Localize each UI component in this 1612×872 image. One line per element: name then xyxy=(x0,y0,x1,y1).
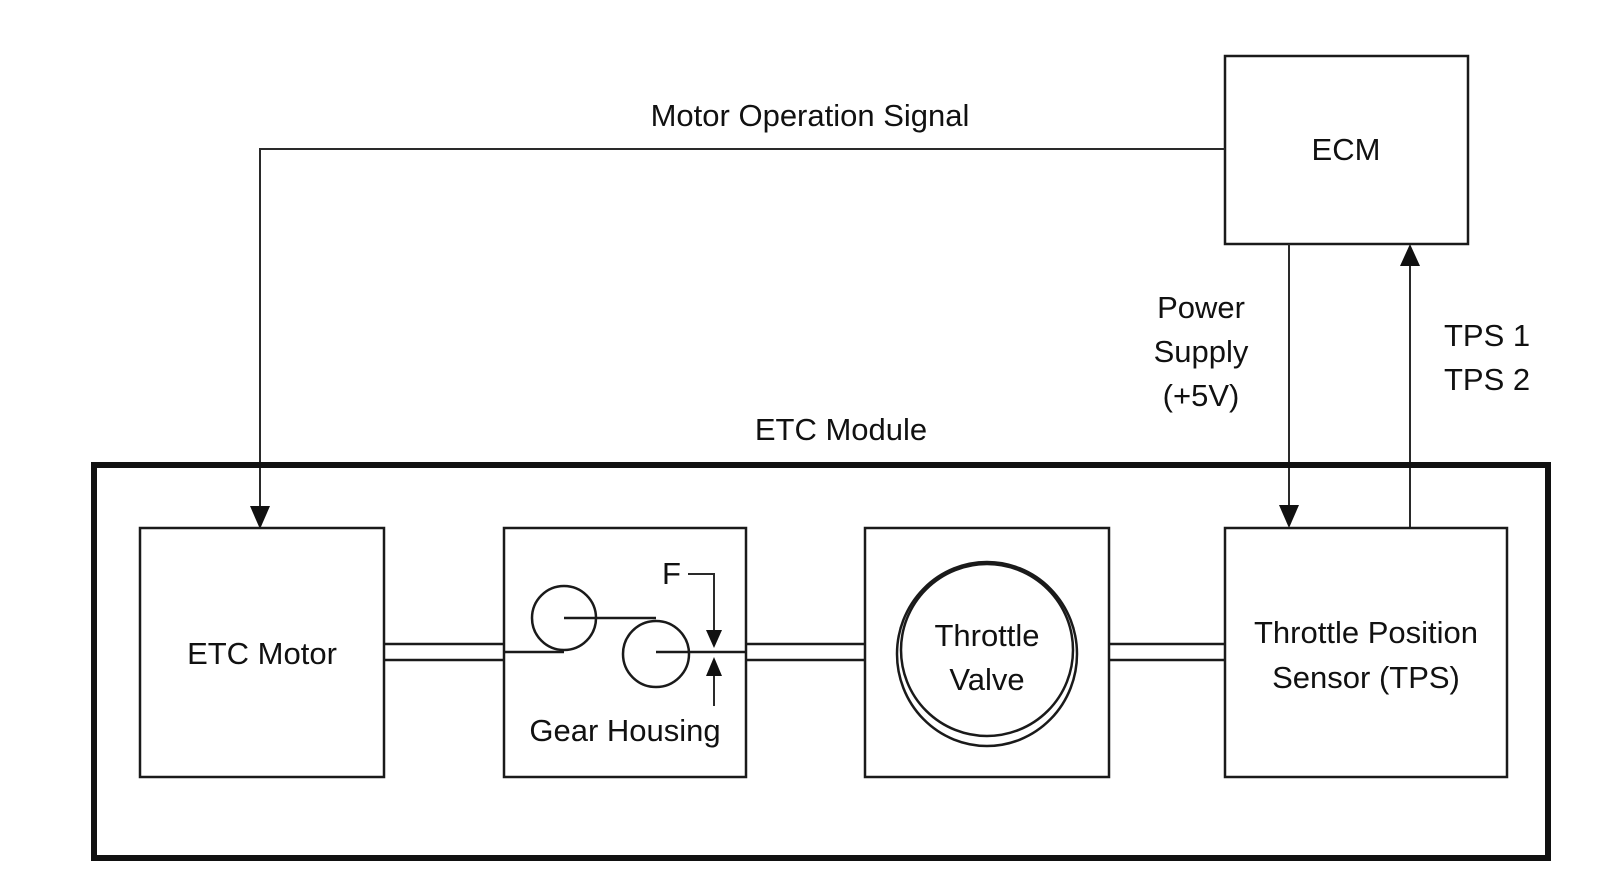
motor-operation-signal-wire: Motor Operation Signal xyxy=(250,98,1225,529)
throttle-valve-inner-ring-icon xyxy=(899,562,1075,738)
power-supply-wire: Power Supply (+5V) xyxy=(1154,244,1299,528)
ecm-block: ECM xyxy=(1223,54,1470,246)
motor-signal-line xyxy=(259,148,1225,506)
tps-block: Throttle Position Sensor (TPS) xyxy=(1223,526,1509,779)
tps-box xyxy=(1223,526,1509,779)
tps-label-line2: Sensor (TPS) xyxy=(1272,660,1460,695)
etc-motor-label: ETC Motor xyxy=(187,636,337,671)
etc-module-frame xyxy=(91,462,1551,861)
power-supply-label-line1: Power xyxy=(1157,290,1245,325)
throttle-valve-label-line2: Valve xyxy=(949,662,1024,697)
gear-housing-block: F Gear Housing xyxy=(502,526,748,779)
throttle-valve-block: Throttle Valve xyxy=(863,526,1111,779)
throttle-valve-label-line1: Throttle xyxy=(934,618,1039,653)
tps2-label: TPS 2 xyxy=(1444,362,1530,397)
power-supply-arrowhead xyxy=(1279,505,1299,528)
etc-motor-box xyxy=(138,526,386,779)
power-supply-label-line2: Supply xyxy=(1154,334,1249,369)
force-up-arrowhead xyxy=(706,657,722,676)
motor-operation-signal-label: Motor Operation Signal xyxy=(651,98,970,133)
driven-gear-icon xyxy=(621,619,691,689)
shaft-links xyxy=(384,642,1225,662)
etc-module-label: ETC Module xyxy=(755,412,927,447)
tps1-label: TPS 1 xyxy=(1444,318,1530,353)
tps-signal-arrowhead xyxy=(1400,244,1420,266)
etc-module: ETC Module xyxy=(91,412,1551,861)
gear-housing-label: Gear Housing xyxy=(529,713,720,748)
force-label: F xyxy=(662,556,681,591)
tps-label-line1: Throttle Position xyxy=(1254,615,1478,650)
ecm-box xyxy=(1223,54,1470,246)
tps-signal-wire: TPS 1 TPS 2 xyxy=(1400,244,1530,527)
motor-signal-arrowhead xyxy=(250,506,270,529)
force-indicator-line xyxy=(688,573,715,630)
power-supply-label-line3: (+5V) xyxy=(1163,378,1240,413)
ecm-label: ECM xyxy=(1312,132,1381,167)
force-down-arrowhead xyxy=(706,630,722,648)
etc-motor-block: ETC Motor xyxy=(138,526,386,779)
